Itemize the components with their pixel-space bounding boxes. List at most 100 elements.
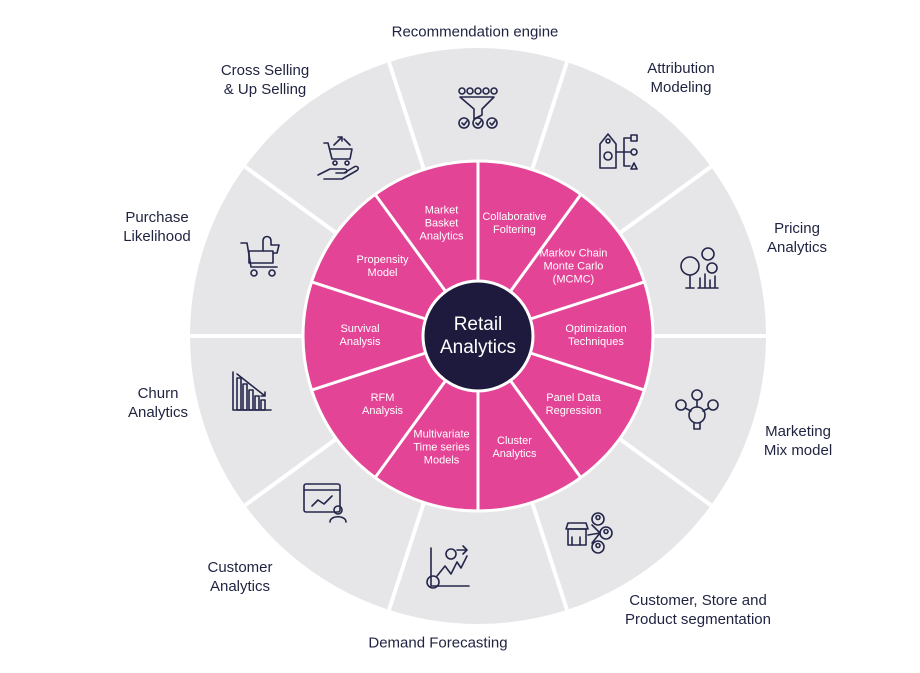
inner-segment-label-line: Analysis bbox=[362, 405, 404, 418]
inner-segment-label-line: RFM bbox=[370, 392, 395, 405]
inner-divider bbox=[373, 192, 449, 295]
outer-segment-label-line: Analytics bbox=[209, 578, 271, 595]
inner-segment bbox=[375, 161, 478, 292]
inner-segment bbox=[530, 281, 653, 391]
inner-segment-label-line: Panel Data bbox=[546, 392, 601, 405]
inner-segment-label-line: Analysis bbox=[339, 336, 381, 348]
inner-segment-label-line: Propensity bbox=[356, 253, 409, 266]
store-people-network-icon bbox=[565, 512, 613, 554]
inner-segment-label-line: Monte Carlo bbox=[543, 260, 604, 273]
outer-divider bbox=[242, 163, 339, 236]
outer-segment-label: Cross Selling & Up Selling bbox=[221, 61, 309, 99]
price-tag-flow-icon bbox=[599, 133, 638, 170]
inner-segment-label-line: Markov Chain bbox=[539, 247, 608, 260]
outer-segment-label: Demand Forecasting bbox=[368, 634, 507, 653]
inner-segment bbox=[478, 380, 581, 511]
outer-segment-label-line: Analytics bbox=[127, 404, 189, 421]
inner-segment bbox=[311, 194, 446, 320]
inner-segment-label-line: Analytics bbox=[492, 448, 537, 461]
inner-segment-label-line: Basket bbox=[424, 217, 459, 230]
outer-segment-label-line: & Up Selling bbox=[223, 81, 307, 98]
funnel-filter-icon bbox=[458, 87, 498, 129]
inner-segment bbox=[478, 161, 581, 292]
outer-divider bbox=[617, 436, 714, 509]
outer-segment-label-line: Cross Selling bbox=[220, 62, 310, 79]
inner-divider bbox=[527, 280, 646, 322]
outer-segment-label-line: Analytics bbox=[766, 239, 828, 256]
inner-segment-label-line: Model bbox=[367, 266, 398, 279]
hand-cart-arrows-icon bbox=[317, 136, 359, 180]
inner-segment-label-line: (MCMC) bbox=[552, 273, 595, 286]
inner-segment-label-line: Techniques bbox=[568, 336, 624, 348]
inner-segment-label-line: Regression bbox=[545, 405, 602, 418]
outer-segment-label-line: Recommendation engine bbox=[391, 23, 559, 41]
outer-divider bbox=[529, 500, 570, 613]
inner-segment-label-line: Market bbox=[424, 204, 459, 217]
cart-thumbs-up-icon bbox=[240, 235, 280, 277]
inner-segment-label-line: Optimization bbox=[565, 323, 627, 335]
inner-segment-label-line: Analytics bbox=[419, 230, 464, 243]
outer-segment-label-line: Product segmentation bbox=[625, 611, 771, 628]
outer-segment-label-line: Modeling bbox=[650, 79, 712, 96]
outer-segment-label-line: Customer, Store and bbox=[629, 592, 767, 609]
outer-divider bbox=[529, 59, 570, 172]
outer-segment-label: Recommendation engine bbox=[392, 23, 559, 42]
outer-segment bbox=[190, 336, 337, 506]
coins-bar-chart-icon bbox=[680, 247, 719, 289]
outer-segment-label-line: Marketing bbox=[765, 423, 831, 440]
outer-segment-label-line: Pricing bbox=[774, 220, 820, 237]
center-title: Retail Analytics bbox=[440, 313, 516, 359]
lightbulb-marketing-icon bbox=[675, 389, 719, 430]
inner-segment-label-line: Cluster bbox=[497, 435, 532, 448]
outer-segment bbox=[619, 166, 766, 336]
inner-segment-label-line: Collaborative bbox=[482, 210, 547, 223]
inner-divider bbox=[527, 350, 646, 392]
outer-divider bbox=[617, 163, 714, 236]
inner-divider bbox=[310, 280, 429, 322]
outer-divider bbox=[242, 436, 339, 509]
outer-segment-label-line: Customer bbox=[207, 559, 273, 576]
inner-segment bbox=[510, 352, 645, 478]
inner-segment-label-line: Survival bbox=[340, 323, 380, 335]
inner-segment bbox=[311, 352, 446, 478]
inner-segment-label-line: Multivariate bbox=[413, 428, 470, 441]
outer-segment bbox=[389, 502, 567, 624]
center-title-line2: Analytics bbox=[439, 337, 517, 358]
inner-segment bbox=[510, 194, 645, 320]
outer-segment-label-line: Mix model bbox=[763, 442, 833, 459]
inner-ring bbox=[301, 159, 655, 513]
icon-layer bbox=[232, 87, 719, 589]
outer-segment-label-line: Churn bbox=[137, 385, 179, 402]
inner-divider bbox=[507, 377, 583, 480]
declining-bar-chart-icon bbox=[232, 371, 272, 411]
outer-divider bbox=[386, 500, 427, 613]
outer-segment-label-line: Purchase bbox=[125, 209, 189, 226]
outer-segment-label-line: Attribution bbox=[647, 60, 715, 77]
outer-segment-label-line: Likelihood bbox=[123, 228, 191, 245]
forecast-chart-icon bbox=[426, 545, 470, 589]
inner-segment-label-line: Foltering bbox=[493, 223, 536, 236]
outer-segment-label-line: Demand Forecasting bbox=[368, 634, 508, 652]
inner-divider bbox=[507, 192, 583, 295]
inner-segment-label-line: Time series bbox=[413, 441, 470, 454]
outer-segment bbox=[389, 48, 567, 170]
browser-analytics-user-icon bbox=[303, 483, 347, 523]
outer-segment bbox=[619, 336, 766, 506]
